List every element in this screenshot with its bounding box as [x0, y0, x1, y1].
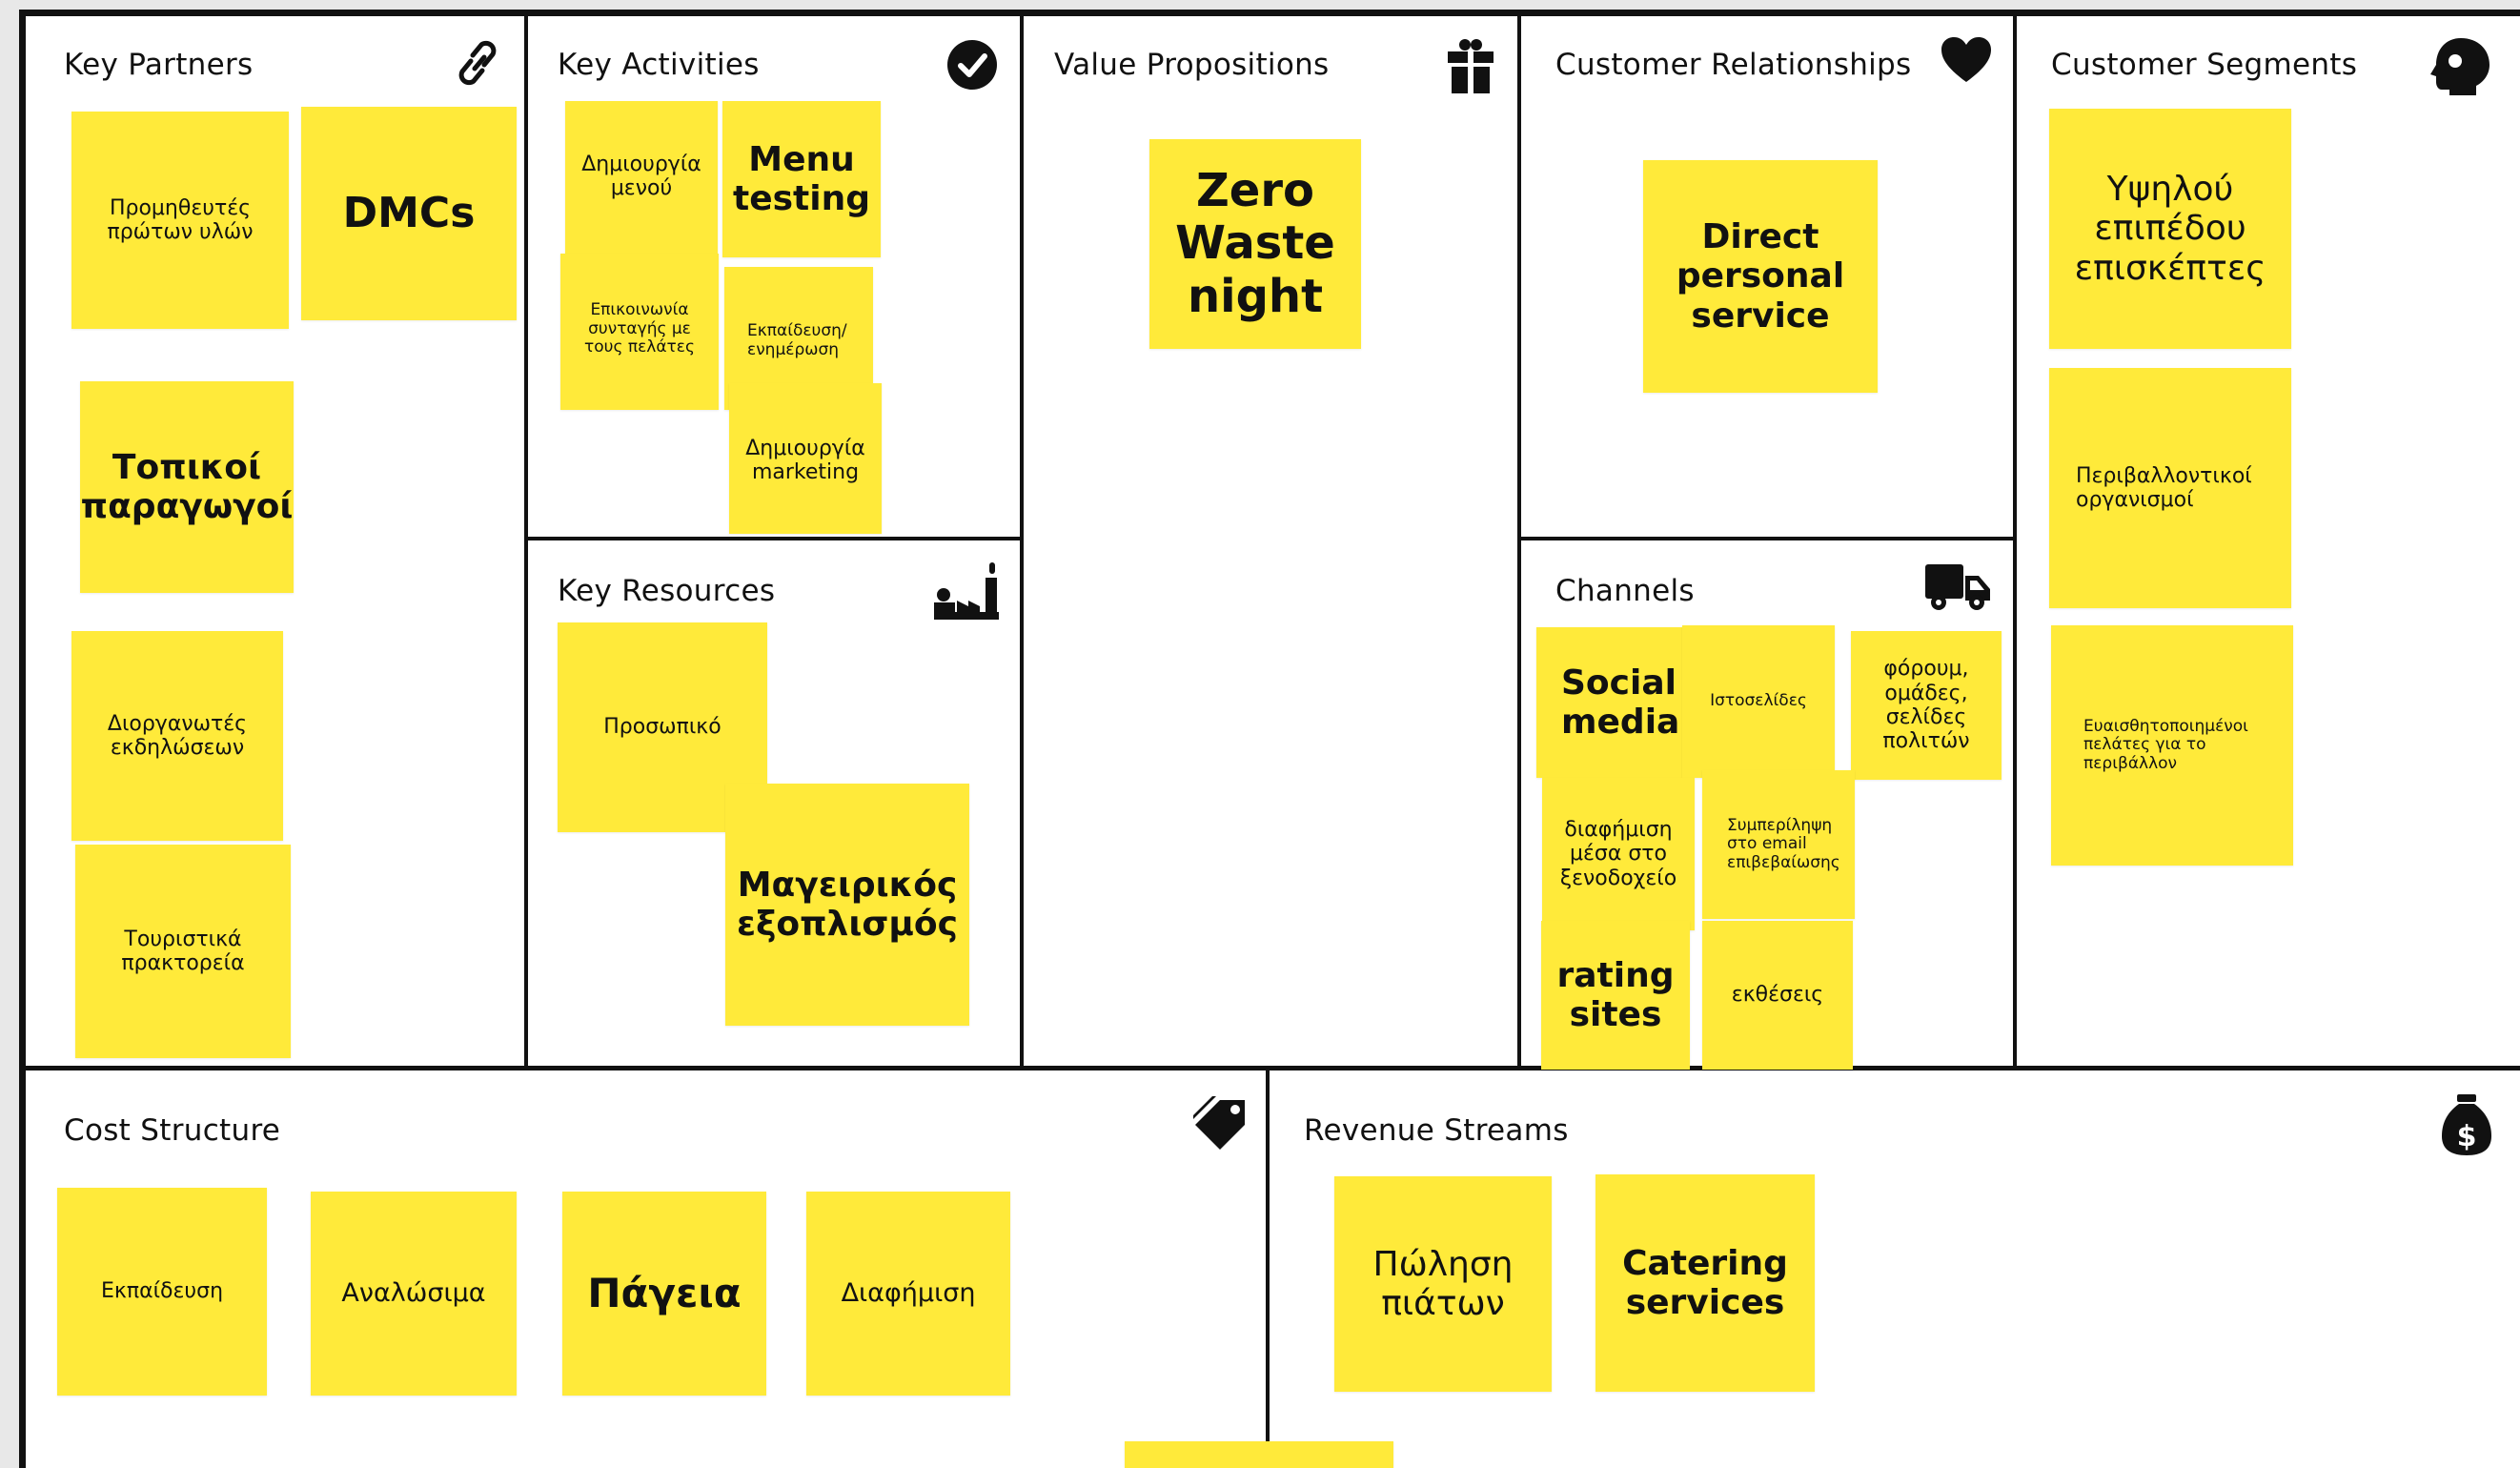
sticky-note-travel-agencies: Τουριστικά πρακτορεία: [75, 845, 291, 1058]
sticky-note-suppliers: Προμηθευτές πρώτων υλών: [71, 112, 289, 329]
divider-activities-value: [1020, 10, 1024, 1070]
sticky-note-hotel-advertising: διαφήμιση μέσα στο ξενοδοχείο: [1542, 778, 1695, 930]
value-propositions-title: Value Propositions: [1054, 48, 1330, 82]
link-icon: [458, 40, 497, 86]
sticky-note-rating-sites: rating sites: [1541, 921, 1690, 1070]
sticky-note-event-organizers: Διοργανωτές εκδηλώσεων: [71, 631, 283, 841]
sticky-note-dmcs: DMCs: [301, 107, 517, 320]
user-head-icon: [2430, 38, 2490, 95]
sticky-note-kitchen-equipment: Μαγειρικός εξοπλισμός: [725, 784, 969, 1026]
sticky-note-environmental-orgs: Περιβαλλοντικοί οργανισμοί: [2049, 368, 2291, 608]
gift-icon: [1448, 39, 1494, 93]
sticky-note-cut-off: [1125, 1441, 1393, 1468]
svg-text:$: $: [2457, 1120, 2477, 1153]
sticky-note-zero-waste-night: Zero Waste night: [1149, 139, 1361, 349]
divider-top-bottom: [19, 1066, 2520, 1070]
sticky-note-social-media: Social media: [1536, 627, 1693, 778]
sticky-note-menu-testing: Menu testing: [722, 101, 881, 257]
cost-structure-title: Cost Structure: [64, 1113, 281, 1148]
sticky-note-recipe-communication: Επικοινωνία συνταγής με τους πελάτες: [560, 254, 719, 410]
sticky-note-local-producers: Τοπικοί παραγωγοί: [80, 381, 294, 593]
sticky-note-websites: Ιστοσελίδες: [1682, 625, 1835, 778]
sticky-note-dish-sales: Πώληση πιάτων: [1334, 1176, 1552, 1392]
factory-icon: [934, 562, 999, 620]
outer-top-border: [19, 10, 2520, 16]
sticky-note-menu-creation: Δημιουργία μενού: [565, 101, 718, 254]
divider-relationships-channels: [1519, 537, 2015, 540]
sticky-note-fixed-assets: Πάγεια: [562, 1192, 766, 1396]
sticky-note-direct-service: Direct personal service: [1643, 160, 1878, 393]
sticky-note-high-level-visitors: Υψηλού επιπέδου επισκέπτες: [2049, 109, 2291, 349]
sticky-note-forums: φόρουμ, ομάδες, σελίδες πολιτών: [1851, 631, 2002, 780]
outer-left-border: [19, 10, 26, 1468]
divider-activities-resources: [526, 537, 1022, 540]
revenue-streams-title: Revenue Streams: [1304, 1113, 1569, 1148]
sticky-note-consumables: Αναλώσιμα: [311, 1192, 517, 1396]
sticky-note-env-aware-customers: Ευαισθητοποιημένοι πελάτες για το περιβά…: [2051, 625, 2293, 866]
price-tag-icon: [1193, 1096, 1245, 1150]
sticky-note-marketing-creation: Δημιουργία marketing: [729, 383, 882, 534]
check-circle-icon: [947, 40, 997, 90]
key-activities-title: Key Activities: [558, 48, 760, 82]
sticky-note-exhibitions: εκθέσεις: [1702, 921, 1853, 1070]
divider-cost-revenue: [1266, 1068, 1270, 1468]
sticky-note-cost-training: Εκπαίδευση: [57, 1188, 267, 1396]
truck-icon: [1925, 564, 1990, 610]
sticky-note-catering-services: Catering services: [1595, 1174, 1815, 1392]
money-bag-icon: $: [2442, 1094, 2491, 1155]
sticky-note-email-inclusion: Συμπερίληψη στο email επιβεβαίωσης: [1702, 770, 1855, 919]
divider-relationships-segments: [2013, 10, 2017, 1070]
customer-relationships-title: Customer Relationships: [1555, 48, 1912, 82]
key-resources-title: Key Resources: [558, 574, 776, 608]
channels-title: Channels: [1555, 574, 1695, 608]
heart-icon: [1941, 37, 1991, 82]
customer-segments-title: Customer Segments: [2051, 48, 2358, 82]
sticky-note-cost-advertising: Διαφήμιση: [806, 1192, 1010, 1396]
key-partners-title: Key Partners: [64, 48, 254, 82]
